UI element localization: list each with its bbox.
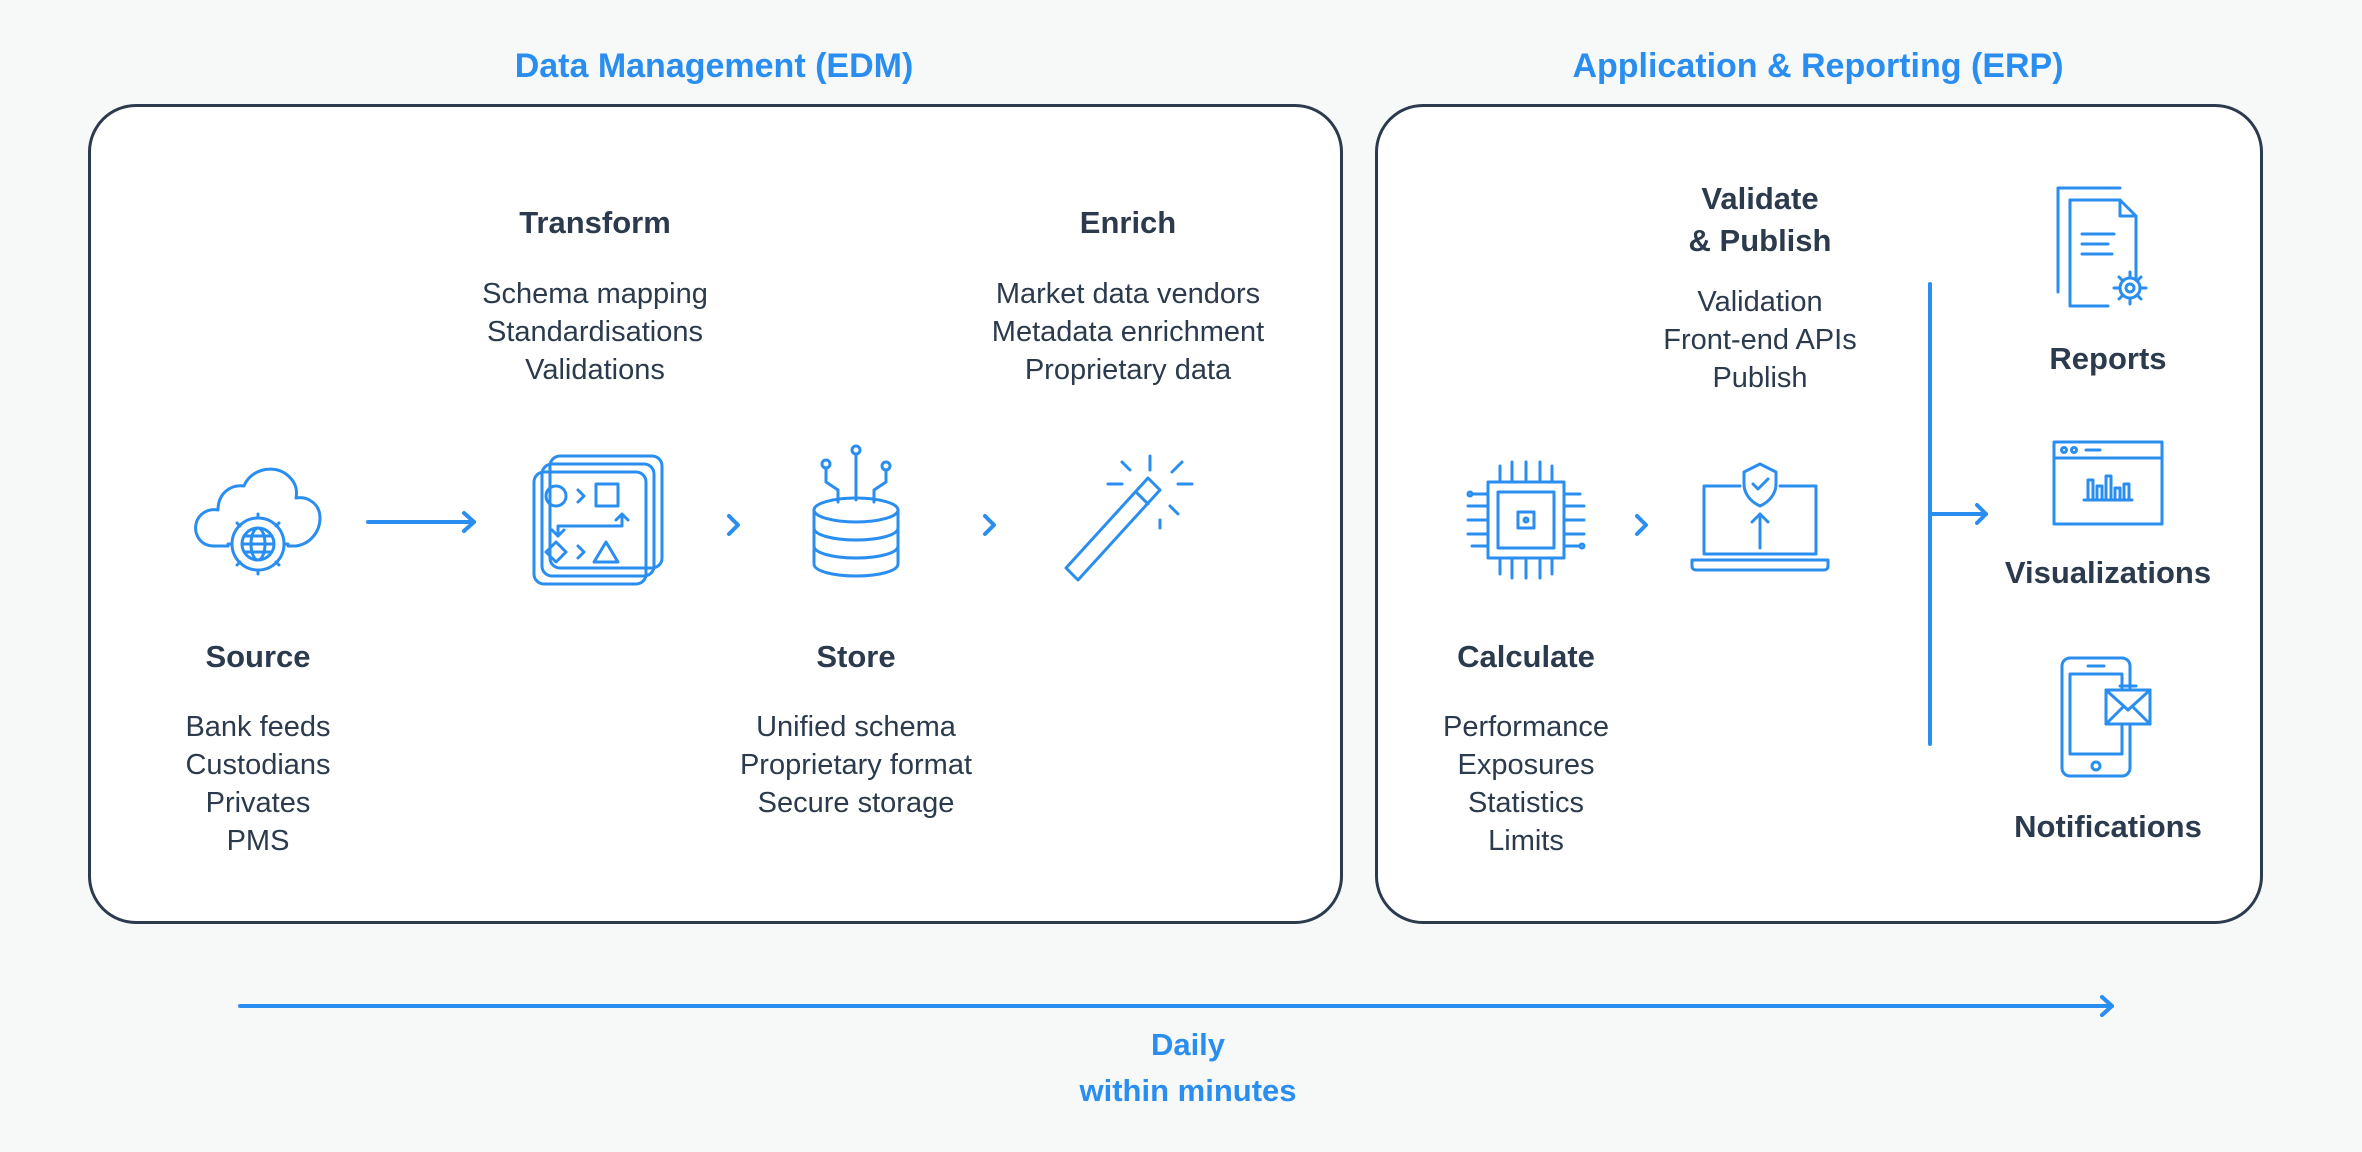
database-icon (808, 444, 904, 586)
list-item: Secure storage (757, 787, 955, 819)
list-item: Proprietary format (739, 749, 973, 781)
list-item: Unified schema (756, 711, 956, 743)
transform-title: Transform (519, 205, 671, 240)
list-item: Proprietary data (1024, 354, 1232, 386)
validate-title: Validate & Publish (1610, 178, 1910, 262)
visualizations-label: Visualizations (2004, 555, 2212, 590)
chevron-right-icon (724, 511, 744, 539)
list-item: Exposures (1457, 749, 1595, 781)
list-item: Validation (1697, 286, 1823, 318)
browser-chart-icon (2052, 440, 2164, 526)
calculate-title: Calculate (1457, 639, 1595, 674)
phone-mail-icon (2060, 656, 2152, 778)
edm-panel (88, 104, 1343, 924)
list-item: Front-end APIs (1663, 324, 1857, 356)
list-item: Metadata enrichment (991, 316, 1265, 348)
cloud-globe-icon (190, 458, 326, 586)
list-item: PMS (226, 825, 290, 857)
list-item: Market data vendors (995, 278, 1261, 310)
list-item: Limits (1488, 825, 1564, 857)
flow-arrow-icon (366, 508, 478, 536)
list-item: Standardisations (486, 316, 704, 348)
source-items: Bank feeds Custodians Privates PMS (128, 708, 388, 860)
timeline-label-daily: Daily (1150, 1027, 1226, 1062)
list-item: Schema mapping (482, 278, 708, 310)
chevron-right-icon (1632, 511, 1652, 539)
document-gear-icon (2056, 186, 2152, 312)
reports-label: Reports (2049, 341, 2167, 376)
calculate-items: Performance Exposures Statistics Limits (1396, 708, 1656, 860)
timeline-arrow-icon (236, 992, 2118, 1020)
list-item: Privates (205, 787, 311, 819)
workflow-cards-icon (530, 454, 666, 586)
validate-items: Validation Front-end APIs Publish (1600, 283, 1920, 397)
list-item: Performance (1442, 711, 1609, 743)
magic-wand-icon (1060, 454, 1194, 584)
list-item: Statistics (1467, 787, 1585, 819)
erp-panel (1375, 104, 2263, 924)
branch-connector-icon (1924, 282, 1994, 746)
laptop-shield-icon (1688, 462, 1832, 572)
store-title: Store (816, 639, 896, 674)
chevron-right-icon (980, 511, 1000, 539)
list-item: Publish (1712, 362, 1808, 394)
chip-icon (1464, 458, 1588, 582)
validate-title-line2: & Publish (1688, 223, 1832, 258)
notifications-label: Notifications (2014, 809, 2202, 844)
store-items: Unified schema Proprietary format Secure… (696, 708, 1016, 822)
list-item: Bank feeds (185, 711, 331, 743)
source-title: Source (205, 639, 311, 674)
enrich-items: Market data vendors Metadata enrichment … (958, 275, 1298, 389)
edm-section-title: Data Management (EDM) (514, 47, 914, 85)
erp-section-title: Application & Reporting (ERP) (1572, 47, 2064, 85)
enrich-title: Enrich (1079, 205, 1177, 240)
timeline-label-minutes: within minutes (1079, 1073, 1297, 1108)
transform-items: Schema mapping Standardisations Validati… (425, 275, 765, 389)
validate-title-line1: Validate (1701, 181, 1819, 216)
list-item: Validations (525, 354, 665, 386)
list-item: Custodians (185, 749, 331, 781)
